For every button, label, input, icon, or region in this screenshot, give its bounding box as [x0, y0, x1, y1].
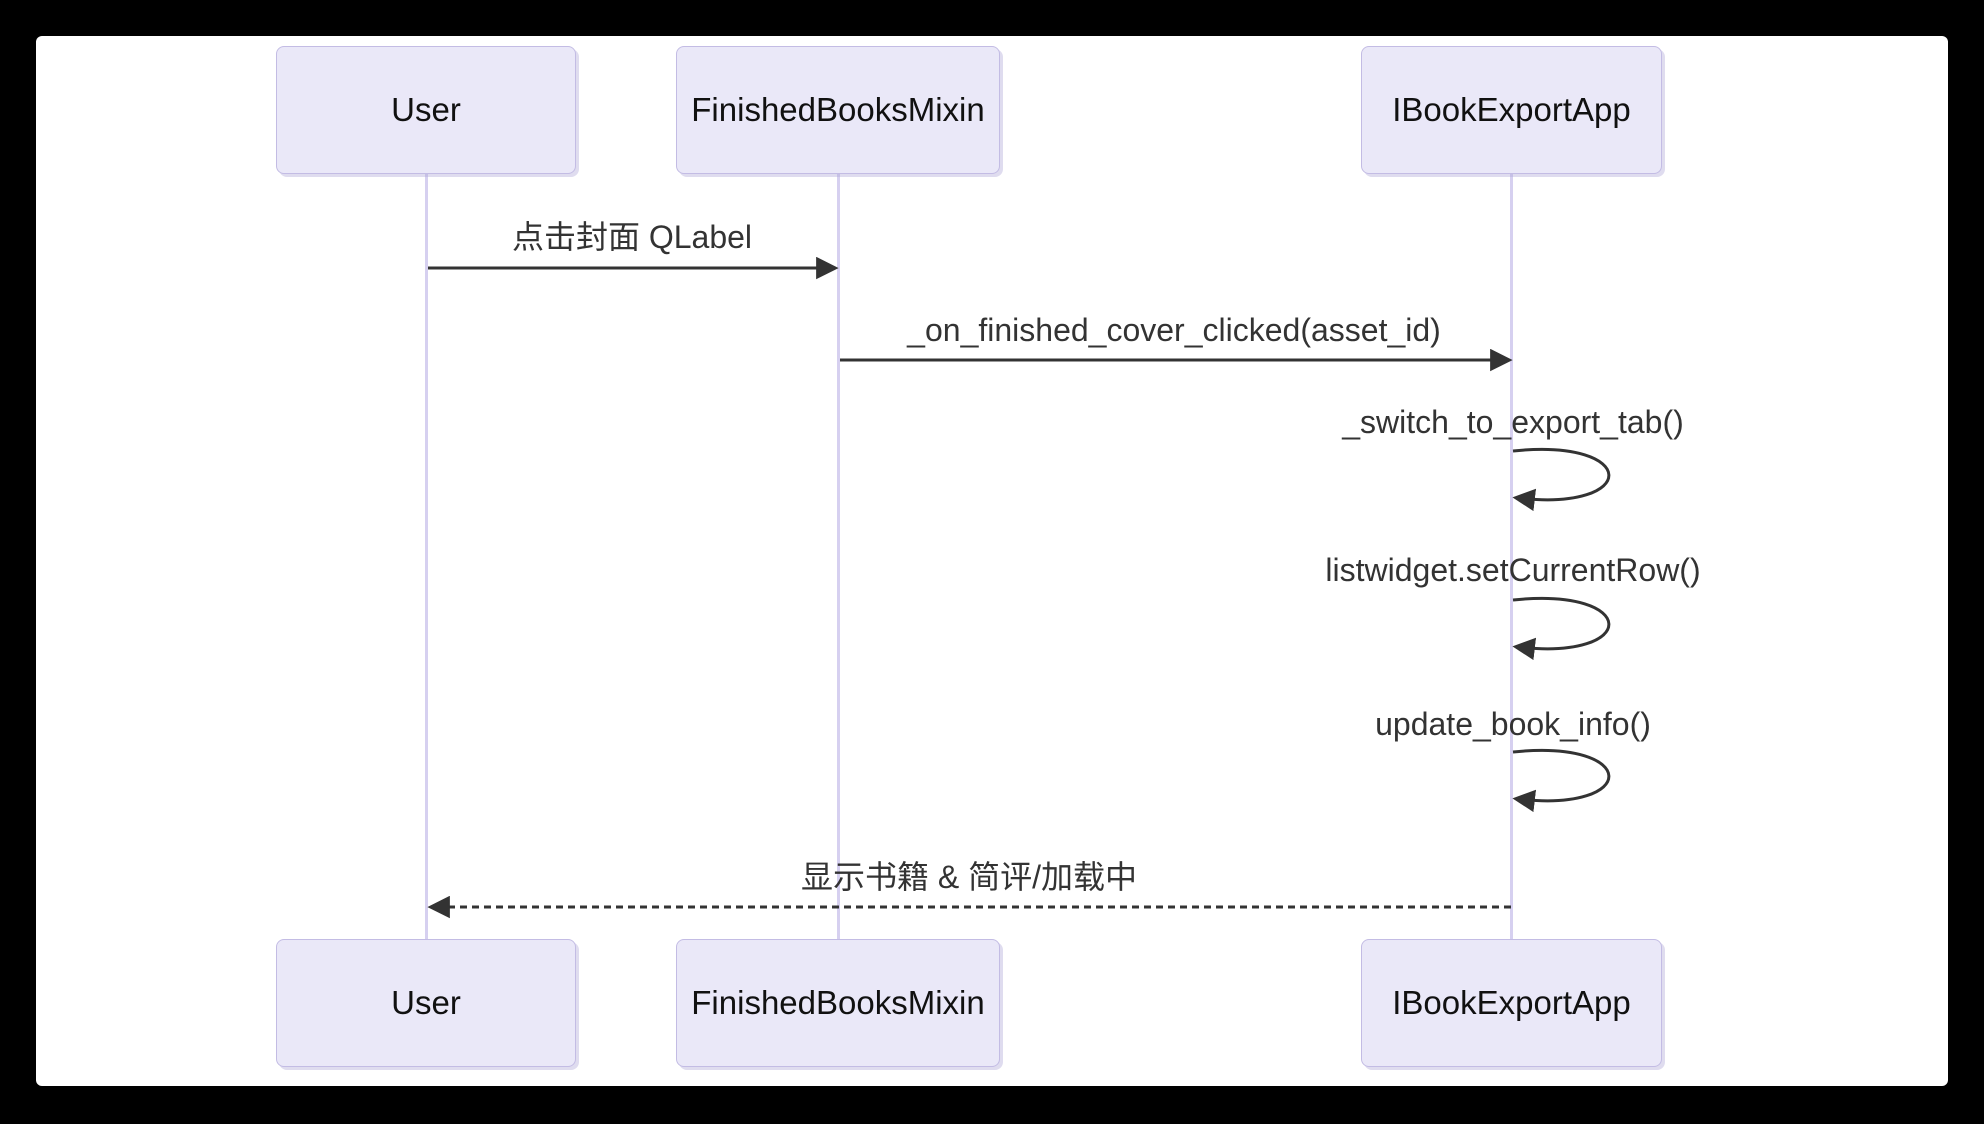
- message-label-show-book-info: 显示书籍 & 简评/加载中: [800, 859, 1138, 895]
- diagram-canvas: [36, 36, 1948, 1086]
- actor-label: IBookExportApp: [1392, 984, 1631, 1021]
- actor-label: User: [391, 91, 461, 128]
- actor-label: IBookExportApp: [1392, 91, 1631, 128]
- lifeline-finished-books-mixin: [836, 174, 840, 939]
- message-label-click-cover: 点击封面 QLabel: [511, 219, 753, 255]
- message-label-update-book-info: update_book_info(): [1375, 706, 1651, 742]
- actor-bottom-user: User: [276, 939, 576, 1067]
- actor-bottom-finished-books-mixin: FinishedBooksMixin: [676, 939, 1000, 1067]
- message-label-on-finished-cover-clicked: _on_finished_cover_clicked(asset_id): [907, 312, 1441, 348]
- lifeline-ibook-export-app: [1510, 174, 1513, 939]
- actor-top-finished-books-mixin: FinishedBooksMixin: [676, 46, 1000, 174]
- actor-label: User: [391, 984, 461, 1021]
- actor-label: FinishedBooksMixin: [691, 984, 985, 1021]
- actor-bottom-ibook-export-app: IBookExportApp: [1361, 939, 1662, 1067]
- message-label-switch-to-export-tab: _switch_to_export_tab(): [1342, 404, 1684, 440]
- message-label-set-current-row: listwidget.setCurrentRow(): [1325, 552, 1701, 588]
- actor-label: FinishedBooksMixin: [691, 91, 985, 128]
- lifeline-user: [424, 174, 428, 939]
- actor-top-ibook-export-app: IBookExportApp: [1361, 46, 1662, 174]
- actor-top-user: User: [276, 46, 576, 174]
